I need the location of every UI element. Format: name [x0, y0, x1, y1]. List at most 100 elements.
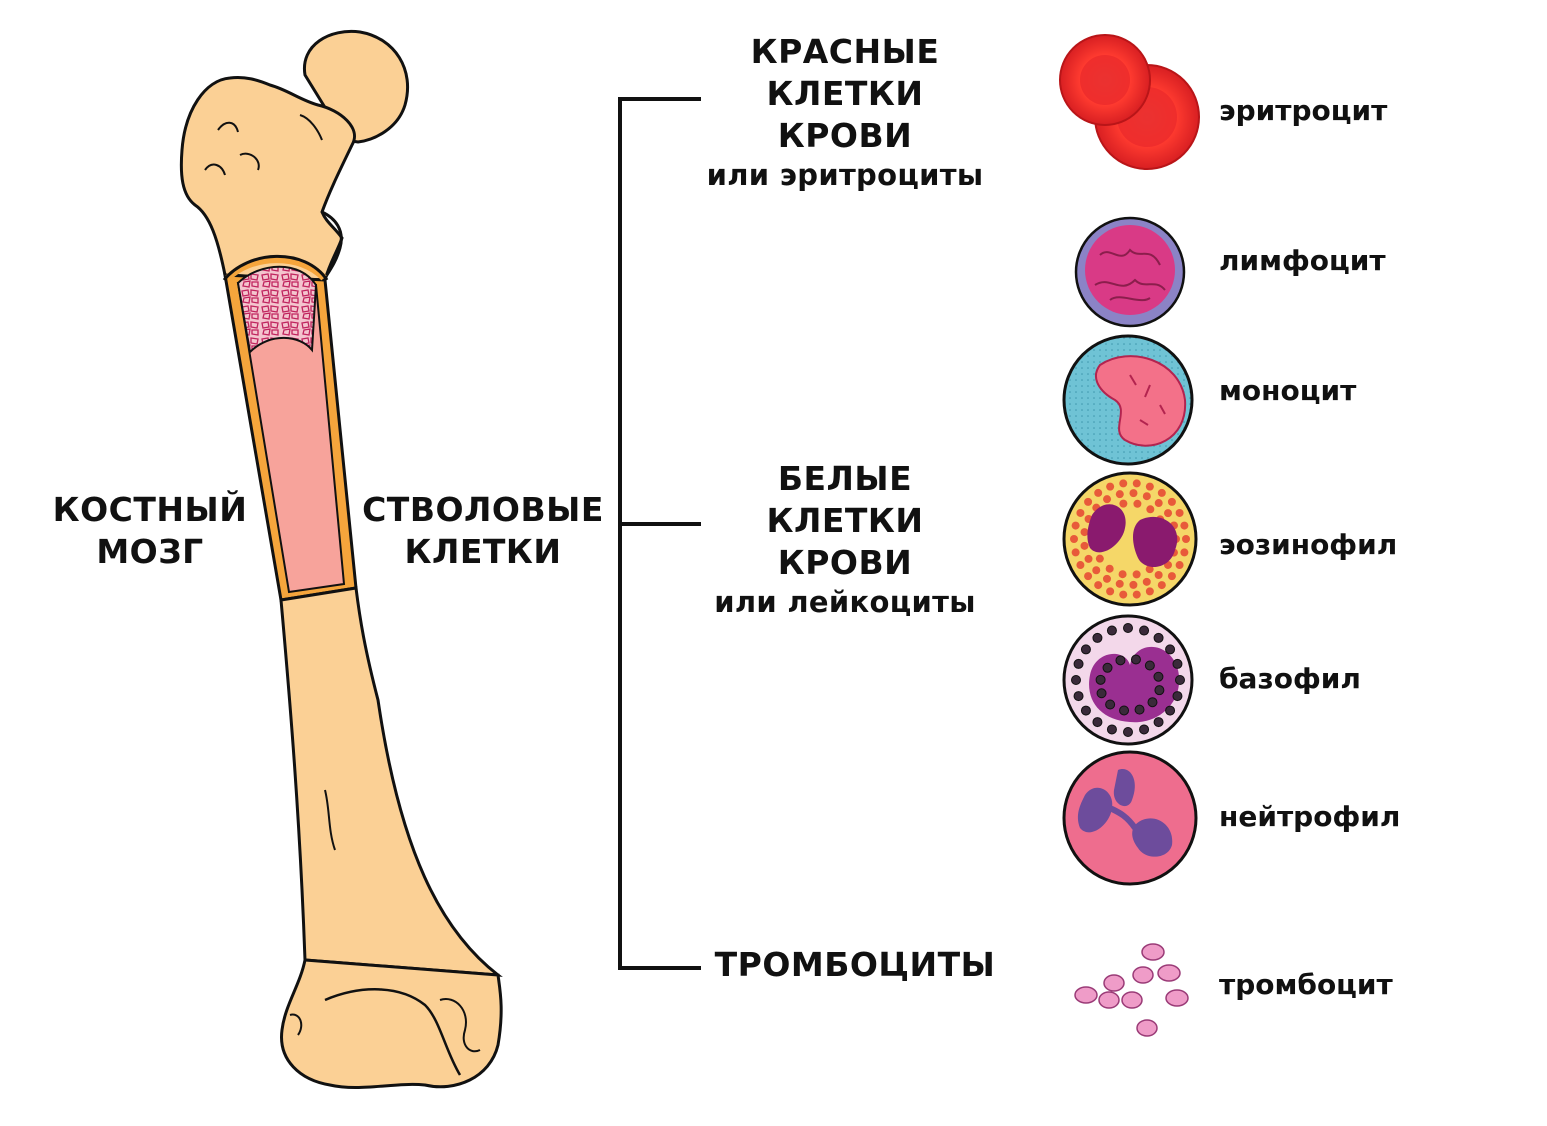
basophil-granule: [1153, 717, 1164, 728]
basophil-granule: [1139, 625, 1150, 636]
basophil-granule: [1106, 625, 1117, 636]
basophil-granule: [1139, 724, 1150, 735]
basophil-granule: [1123, 727, 1133, 737]
bone-marrow-label: КОСТНЫЙ МОЗГ: [52, 490, 248, 571]
eosinophil-granule: [1105, 564, 1114, 573]
eosinophil-granule: [1145, 565, 1154, 574]
basophil-granule: [1147, 697, 1158, 708]
eosinophil-granule: [1118, 570, 1127, 579]
basophil-granule: [1115, 655, 1126, 666]
red-blood-cells-label: КРАСНЫЕ КЛЕТКИ КРОВИ или эритроциты: [706, 32, 984, 192]
monocyte-icon: [1062, 334, 1194, 466]
platelets-label: ТРОМБОЦИТЫ: [714, 945, 996, 984]
spongy-bone: [236, 265, 318, 355]
basophil-granule: [1165, 644, 1176, 655]
eosinophil-granule: [1129, 489, 1138, 498]
cell-label-lymphocyte: лимфоцит: [1219, 244, 1386, 277]
eosinophil-granule: [1132, 570, 1141, 579]
eosinophil-granule: [1167, 497, 1176, 506]
femur-distal: [280, 958, 503, 1090]
eosinophil-granule: [1133, 499, 1142, 508]
basophil-granule: [1172, 691, 1183, 702]
basophil-granule: [1123, 623, 1133, 633]
eosinophil-granule: [1132, 590, 1141, 599]
eosinophil-granule: [1119, 590, 1128, 599]
eosinophil-granule: [1076, 508, 1085, 517]
eosinophil-icon: [1062, 471, 1198, 607]
eosinophil-granule: [1142, 577, 1151, 586]
eosinophil-granule: [1094, 488, 1103, 497]
eosinophil-granule: [1084, 497, 1093, 506]
eosinophil-granule: [1129, 580, 1138, 589]
basophil-granule: [1165, 705, 1176, 716]
cell-label-basophil: базофил: [1219, 662, 1361, 695]
basophil-granule: [1144, 660, 1155, 671]
eosinophil-granule: [1182, 535, 1190, 543]
cell-label-platelet: тромбоцит: [1219, 968, 1393, 1001]
eosinophil-granule: [1084, 572, 1093, 581]
eosinophil-granule: [1157, 488, 1166, 497]
eosinophil-granule: [1167, 572, 1176, 581]
basophil-granule: [1095, 674, 1106, 685]
eosinophil-granule: [1154, 499, 1163, 508]
eosinophil-granule: [1092, 566, 1101, 575]
eosinophil-granule: [1146, 505, 1155, 514]
femur-shaft: [279, 586, 503, 977]
basophil-granule: [1130, 654, 1141, 665]
basophil-granule: [1073, 691, 1084, 702]
eosinophil-granule: [1071, 521, 1080, 530]
erythrocyte-icon: [1059, 34, 1200, 170]
basophil-granule: [1153, 671, 1164, 682]
eosinophil-granule: [1164, 509, 1173, 518]
eosinophil-granule: [1070, 535, 1078, 543]
eosinophil-granule: [1106, 482, 1115, 491]
basophil-granule: [1096, 688, 1107, 699]
femur-proximal: [179, 76, 356, 282]
eosinophil-granule: [1175, 508, 1184, 517]
eosinophil-granule: [1175, 561, 1184, 570]
basophil-granule: [1153, 632, 1164, 643]
eosinophil-granule: [1103, 495, 1112, 504]
eosinophil-granule: [1094, 581, 1103, 590]
basophil-granule: [1154, 685, 1165, 696]
eosinophil-granule: [1080, 528, 1089, 537]
eosinophil-granule: [1119, 479, 1128, 488]
eosinophil-granule: [1071, 548, 1080, 557]
white-blood-cells-label: БЕЛЫЕ КЛЕТКИ КРОВИ или лейкоциты: [714, 459, 976, 619]
platelet-icon: [1074, 943, 1189, 1037]
cell-label-eosinophil: эозинофил: [1219, 528, 1398, 561]
basophil-granule: [1106, 724, 1117, 735]
basophil-granule: [1080, 705, 1091, 716]
eosinophil-granule: [1102, 574, 1111, 583]
basophil-granule: [1134, 704, 1145, 715]
basophil-granule: [1175, 675, 1185, 685]
eosinophil-granule: [1157, 581, 1166, 590]
basophil-granule: [1105, 699, 1116, 710]
eosinophil-granule: [1119, 499, 1128, 508]
basophil-granule: [1073, 658, 1084, 669]
basophil-granule: [1102, 662, 1113, 673]
eosinophil-granule: [1145, 587, 1154, 596]
eosinophil-granule: [1154, 570, 1163, 579]
eosinophil-granule: [1132, 479, 1141, 488]
cell-label-monocyte: моноцит: [1219, 374, 1357, 407]
eosinophil-granule: [1142, 492, 1151, 501]
eosinophil-granule: [1076, 561, 1085, 570]
eosinophil-granule: [1145, 482, 1154, 491]
basophil-icon: [1062, 614, 1194, 746]
basophil-granule: [1092, 632, 1103, 643]
basophil-granule: [1119, 705, 1130, 716]
cell-label-neutrophil: нейтрофил: [1219, 800, 1401, 833]
eosinophil-granule: [1180, 521, 1189, 530]
basophil-granule: [1071, 675, 1081, 685]
connector-bracket: [618, 97, 701, 970]
eosinophil-granule: [1115, 579, 1124, 588]
basophil-granule: [1172, 658, 1183, 669]
basophil-granule: [1092, 717, 1103, 728]
eosinophil-granule: [1080, 541, 1089, 550]
neutrophil-icon: [1062, 750, 1198, 886]
basophil-granule: [1080, 644, 1091, 655]
eosinophil-granule: [1106, 587, 1115, 596]
